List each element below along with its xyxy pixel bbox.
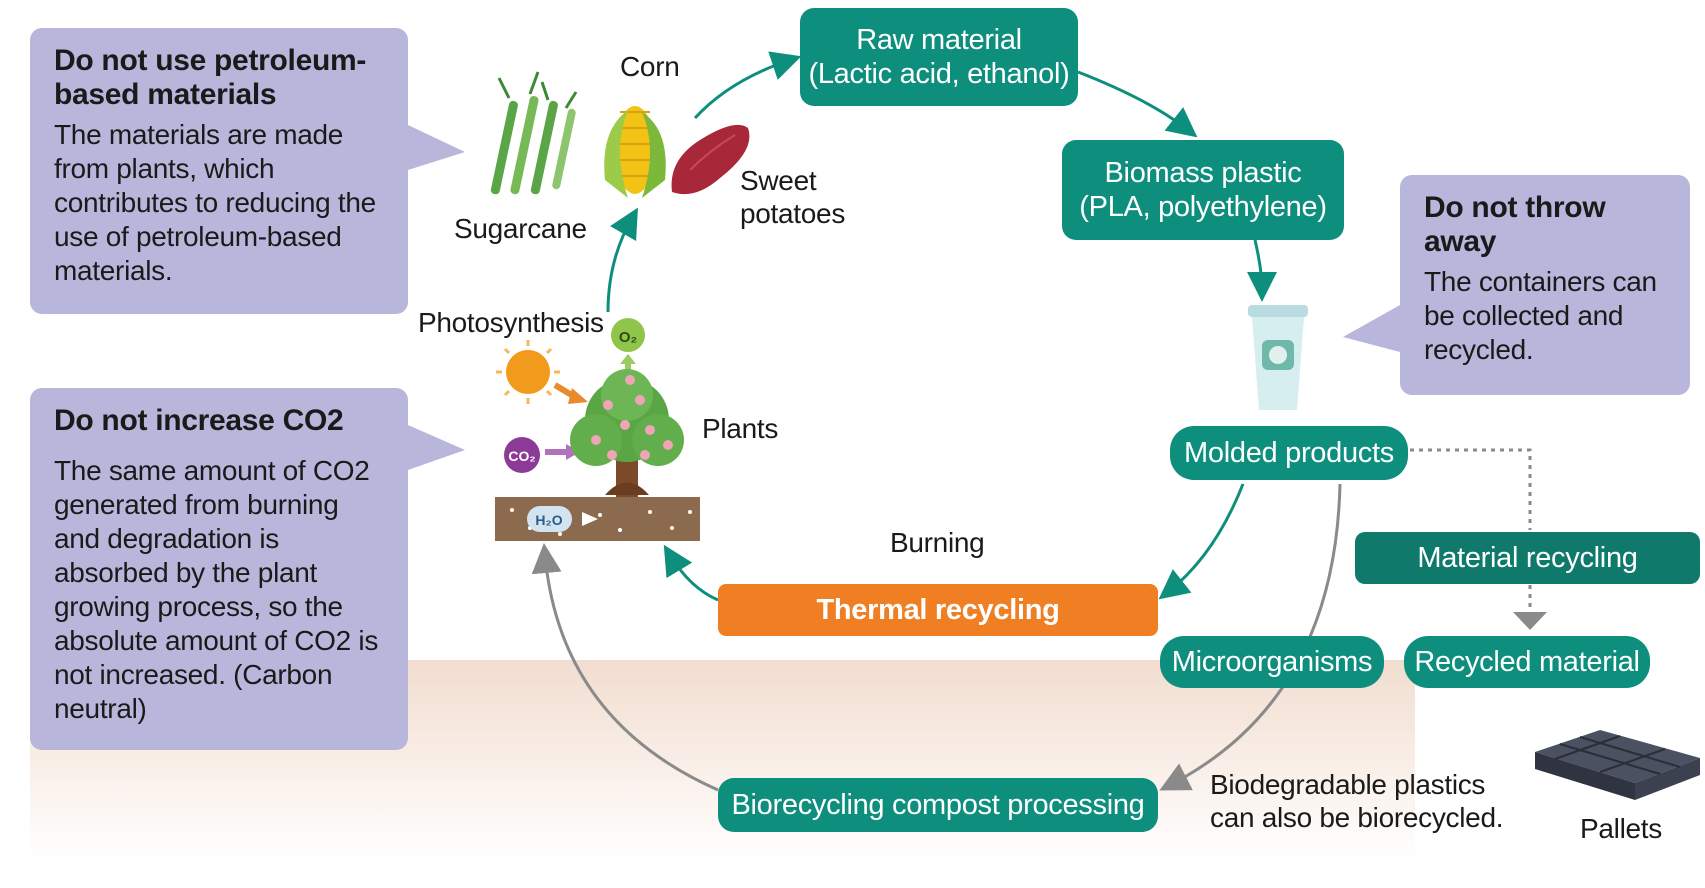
raw-material-subtitle: (Lactic acid, ethanol) bbox=[808, 58, 1070, 90]
tree-illustration bbox=[570, 369, 684, 500]
arrow-photosynthesis-to-crops bbox=[606, 207, 638, 313]
soil-illustration: H₂O bbox=[495, 497, 700, 541]
arrow-biomass-to-cup bbox=[1246, 239, 1277, 302]
callout-co2-body: The same amount of CO2 generated from bu… bbox=[54, 455, 379, 724]
sun-illustration bbox=[496, 340, 560, 404]
microorganisms-box: Microorganisms bbox=[1160, 636, 1384, 688]
thermal-recycling-box: Thermal recycling bbox=[718, 584, 1158, 636]
arrow-molded-to-biorecycling bbox=[1159, 483, 1342, 791]
sugarcane-label: Sugarcane bbox=[454, 213, 587, 244]
sugarcane-illustration bbox=[490, 71, 578, 195]
arrow-thermal-to-plants bbox=[663, 544, 719, 602]
o2-badge: O₂ bbox=[611, 318, 645, 352]
callout-pointer-throw bbox=[1343, 305, 1400, 352]
raw-material-box: Raw material (Lactic acid, ethanol) bbox=[800, 8, 1078, 106]
pallets-label: Pallets bbox=[1580, 813, 1662, 844]
o2-badge-label: O₂ bbox=[619, 329, 637, 346]
raw-material-title: Raw material bbox=[856, 24, 1022, 56]
callout-co2: Do not increase CO2 The same amount of C… bbox=[30, 388, 408, 750]
callout-petroleum: Do not use petroleum-based materials The… bbox=[30, 28, 408, 314]
biomass-plastic-title: Biomass plastic bbox=[1104, 157, 1302, 189]
photosynthesis-label: Photosynthesis bbox=[418, 307, 604, 338]
pallet-illustration bbox=[1535, 730, 1700, 800]
h2o-label: H₂O bbox=[535, 512, 562, 528]
recycled-material-box: Recycled material bbox=[1404, 636, 1650, 688]
biodegradable-line2: can also be biorecycled. bbox=[1210, 802, 1504, 833]
plants-label: Plants bbox=[702, 413, 779, 444]
arrow-biorecycling-to-plants bbox=[531, 543, 719, 792]
callout-throw-away: Do not throw away The containers can be … bbox=[1400, 175, 1690, 395]
corn-illustration bbox=[604, 106, 666, 198]
callout-co2-title: Do not increase CO2 bbox=[54, 404, 344, 437]
dotted-arrowhead bbox=[1513, 612, 1547, 630]
burning-label: Burning bbox=[890, 527, 985, 558]
callout-pointer-co2 bbox=[408, 425, 465, 470]
arrow-crops-to-raw bbox=[693, 51, 802, 120]
dotted-line-molded-to-recycling bbox=[1410, 448, 1532, 530]
arrow-molded-to-thermal bbox=[1158, 483, 1245, 600]
corn-label: Corn bbox=[620, 51, 680, 82]
callout-pointer-petroleum bbox=[408, 125, 465, 170]
biorecycling-compost-box: Biorecycling compost processing bbox=[718, 778, 1158, 832]
co2-badge-label: CO₂ bbox=[508, 448, 535, 464]
cup-illustration bbox=[1248, 305, 1308, 410]
callout-throw-body: The containers can be collected and recy… bbox=[1424, 266, 1657, 365]
biodegradable-line1: Biodegradable plastics bbox=[1210, 769, 1486, 800]
callout-petroleum-title: Do not use petroleum-based materials bbox=[54, 44, 367, 111]
callout-petroleum-body: The materials are made from plants, whic… bbox=[54, 119, 376, 286]
co2-badge: CO₂ bbox=[504, 437, 540, 473]
material-recycling-box: Material recycling bbox=[1355, 532, 1700, 584]
sweet-potatoes-label: Sweet potatoes bbox=[740, 165, 846, 229]
biomass-plastic-box: Biomass plastic (PLA, polyethylene) bbox=[1062, 140, 1344, 240]
callout-throw-title: Do not throw away bbox=[1424, 191, 1606, 258]
biomass-plastic-subtitle: (PLA, polyethylene) bbox=[1079, 191, 1327, 223]
sweet-potato-illustration bbox=[671, 124, 750, 195]
arrow-raw-to-biomass bbox=[1077, 70, 1198, 138]
molded-products-box: Molded products bbox=[1170, 426, 1408, 480]
